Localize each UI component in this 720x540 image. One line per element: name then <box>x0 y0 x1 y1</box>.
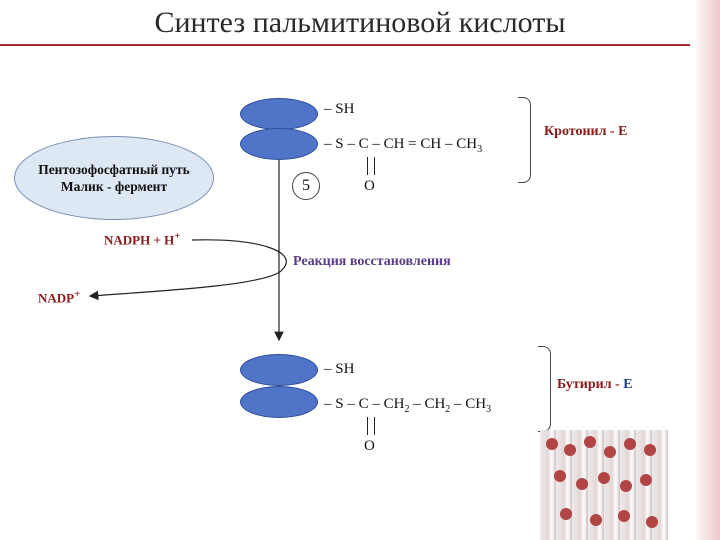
step-number-badge: 5 <box>292 172 320 200</box>
slide-title: Синтез пальмитиновой кислоты <box>154 6 566 39</box>
acp-ellipse-bottom-2 <box>240 386 318 418</box>
test-tubes-photo <box>540 430 668 540</box>
double-bond-top <box>367 157 375 175</box>
nadp-label: NADP+ <box>38 288 81 306</box>
crotonyl-enzyme-label: Кротонил - Е <box>544 124 628 139</box>
acp-ellipse-bottom-1 <box>240 354 318 386</box>
crotonyl-chain: – S – C – CH = CH – CH3 <box>324 136 483 155</box>
reduction-reaction-label: Реакция восстановления <box>293 254 451 269</box>
pentose-line-1: Пентозофосфатный путь <box>38 162 190 177</box>
sh-group-top: – SH <box>324 101 355 117</box>
bracket-bottom <box>538 346 551 432</box>
butyryl-enzyme-label: Бутирил - Е <box>557 377 633 392</box>
bracket-top <box>518 97 531 183</box>
nadph-label: NADPH + H+ <box>104 230 181 248</box>
oxygen-bottom: O <box>364 438 375 454</box>
oxygen-top: O <box>364 178 375 194</box>
double-bond-bottom <box>367 417 375 435</box>
sh-group-bottom: – SH <box>324 361 355 377</box>
right-decoration <box>694 0 720 540</box>
butyryl-chain: – S – C – CH2 – CH2 – CH3 <box>324 396 492 415</box>
acp-ellipse-top-2 <box>240 128 318 160</box>
title-underline <box>0 44 690 46</box>
pentose-line-2: Малик - фермент <box>60 179 168 194</box>
nadph-curved-arrow <box>88 239 287 301</box>
pentose-phosphate-ellipse: Пентозофосфатный путь Малик - фермент <box>14 136 214 220</box>
